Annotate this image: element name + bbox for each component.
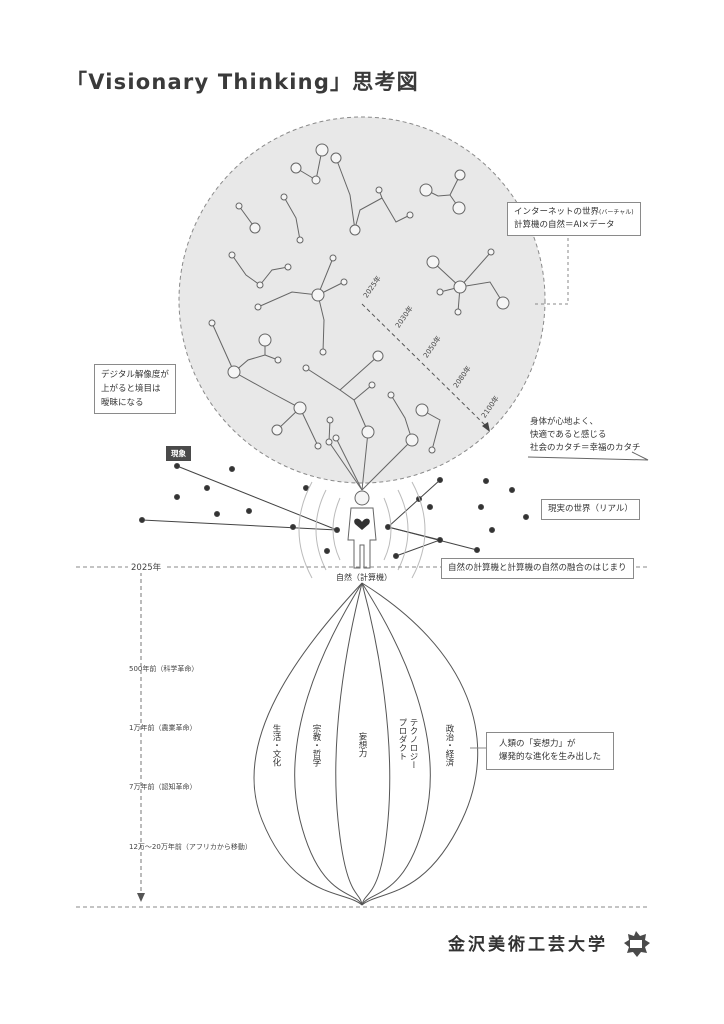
comfort-line-1: 身体が心地よく、	[530, 417, 599, 427]
timeline-500: 500年前（科学革命）	[129, 665, 199, 673]
digital-line-3: 曖昧になる	[101, 398, 144, 408]
domain-technology-2: プロダクト	[397, 718, 407, 761]
timeline-70000: 7万年前（認知革命）	[129, 783, 197, 791]
time-axis-arrowhead	[137, 893, 145, 902]
virtual-world-label: インターネットの世界	[514, 207, 600, 217]
timeline-10000: 1万年前（農業革命）	[129, 724, 197, 732]
digital-resolution-box: デジタル解像度が 上がると境目は 曖昧になる	[94, 364, 176, 414]
real-world-dots	[139, 463, 529, 559]
domain-technology: テクノロジー プロダクト	[396, 718, 418, 769]
virtual-world-label-small: (バーチャル)	[599, 209, 634, 216]
virtual-world-box: インターネットの世界(バーチャル) 計算機の自然＝AI×データ	[507, 202, 641, 236]
virtual-world-formula: 計算機の自然＝AI×データ	[514, 220, 615, 230]
human-label: 自然（計算機）	[336, 573, 392, 582]
comfort-line-3: 社会のカタチ＝幸福のカタチ	[530, 443, 641, 453]
fusion-box: 自然の計算機と計算機の自然の融合のはじまり	[441, 558, 634, 579]
page-title: 「Visionary Thinking」思考図	[66, 70, 419, 94]
timeline-120000: 12万〜20万年前（アフリカから移動）	[129, 843, 252, 851]
comfort-pointer	[527, 451, 649, 461]
virtual-box-leader	[532, 232, 569, 305]
time-arrowhead	[482, 422, 490, 432]
evolution-box: 人類の「妄想力」が 爆発的な進化を生み出した	[486, 732, 615, 770]
domain-religion: 宗教・哲学	[311, 724, 321, 767]
virtual-world-circle	[178, 116, 546, 484]
digital-line-2: 上がると境目は	[101, 384, 161, 394]
comfort-line-2: 快適であると感じる	[530, 430, 607, 440]
comfort-text: 身体が心地よく、 快適であると感じる 社会のカタチ＝幸福のカタチ	[530, 416, 641, 455]
evolution-curves	[253, 582, 479, 906]
phenomenon-tag: 現象	[166, 446, 191, 461]
real-world-box: 現実の世界（リアル）	[541, 499, 640, 520]
digital-line-1: デジタル解像度が	[101, 370, 169, 380]
heart-icon	[354, 518, 370, 530]
current-year-label: 2025年	[128, 561, 165, 573]
time-arrow	[361, 303, 489, 429]
domain-imagination: 妄想力	[357, 732, 367, 758]
university-name: 金沢美術工芸大学	[448, 935, 608, 955]
radiation-arcs	[298, 481, 426, 579]
human-figure	[347, 507, 377, 569]
evolution-line-1: 人類の「妄想力」が	[499, 739, 576, 749]
domain-politics: 政治・経済	[444, 724, 454, 767]
virtual-network	[208, 143, 510, 506]
domain-culture: 生活・文化	[271, 724, 281, 767]
kanazawa-logo-icon	[624, 931, 650, 957]
evolution-line-2: 爆発的な進化を生み出した	[499, 752, 602, 762]
domain-technology-1: テクノロジー	[408, 718, 418, 769]
